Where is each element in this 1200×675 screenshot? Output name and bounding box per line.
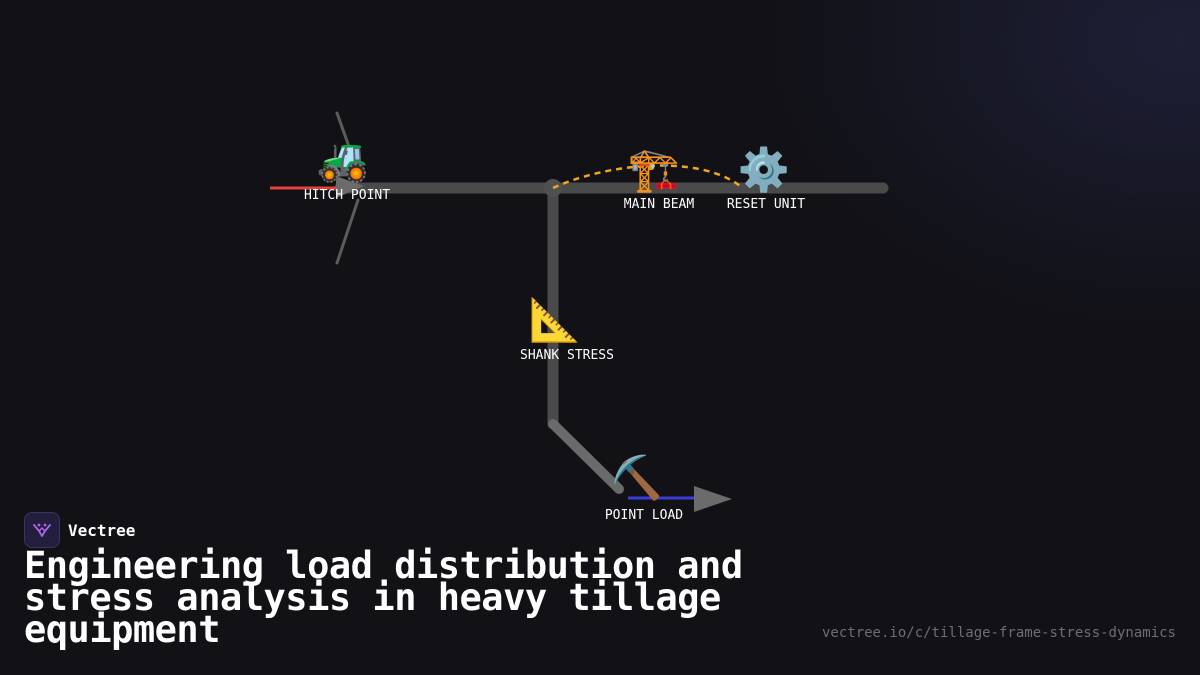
source-url[interactable]: vectree.io/c/tillage-frame-stress-dynami… bbox=[821, 625, 1176, 641]
page-title: Engineering load distribution and stress… bbox=[24, 544, 743, 651]
pick-icon: ⛏️ bbox=[611, 453, 663, 502]
hitch-force-arrow bbox=[336, 176, 364, 198]
brand-name: Vectree bbox=[68, 520, 136, 540]
shank-stress-label: SHANK STRESS bbox=[520, 348, 614, 363]
load-arc bbox=[552, 164, 741, 190]
gear-icon: ⚙️ bbox=[738, 145, 790, 194]
vectree-logo-icon bbox=[24, 512, 60, 548]
hitch-link-lower bbox=[335, 198, 360, 265]
point-force-arrow bbox=[694, 486, 732, 512]
crane-icon: 🏗️ bbox=[628, 145, 680, 194]
brand: Vectree bbox=[24, 512, 135, 548]
main-beam-label: MAIN BEAM bbox=[624, 197, 695, 212]
hitch-link-upper bbox=[335, 111, 360, 174]
point-beam bbox=[548, 419, 624, 494]
point-load-label: POINT LOAD bbox=[605, 508, 683, 523]
tractor-icon: 🚜 bbox=[317, 135, 369, 184]
hitch-point-label: HITCH POINT bbox=[304, 188, 390, 203]
reset-unit-label: RESET UNIT bbox=[727, 197, 805, 212]
triangle-ruler-icon: 📐 bbox=[529, 295, 581, 344]
